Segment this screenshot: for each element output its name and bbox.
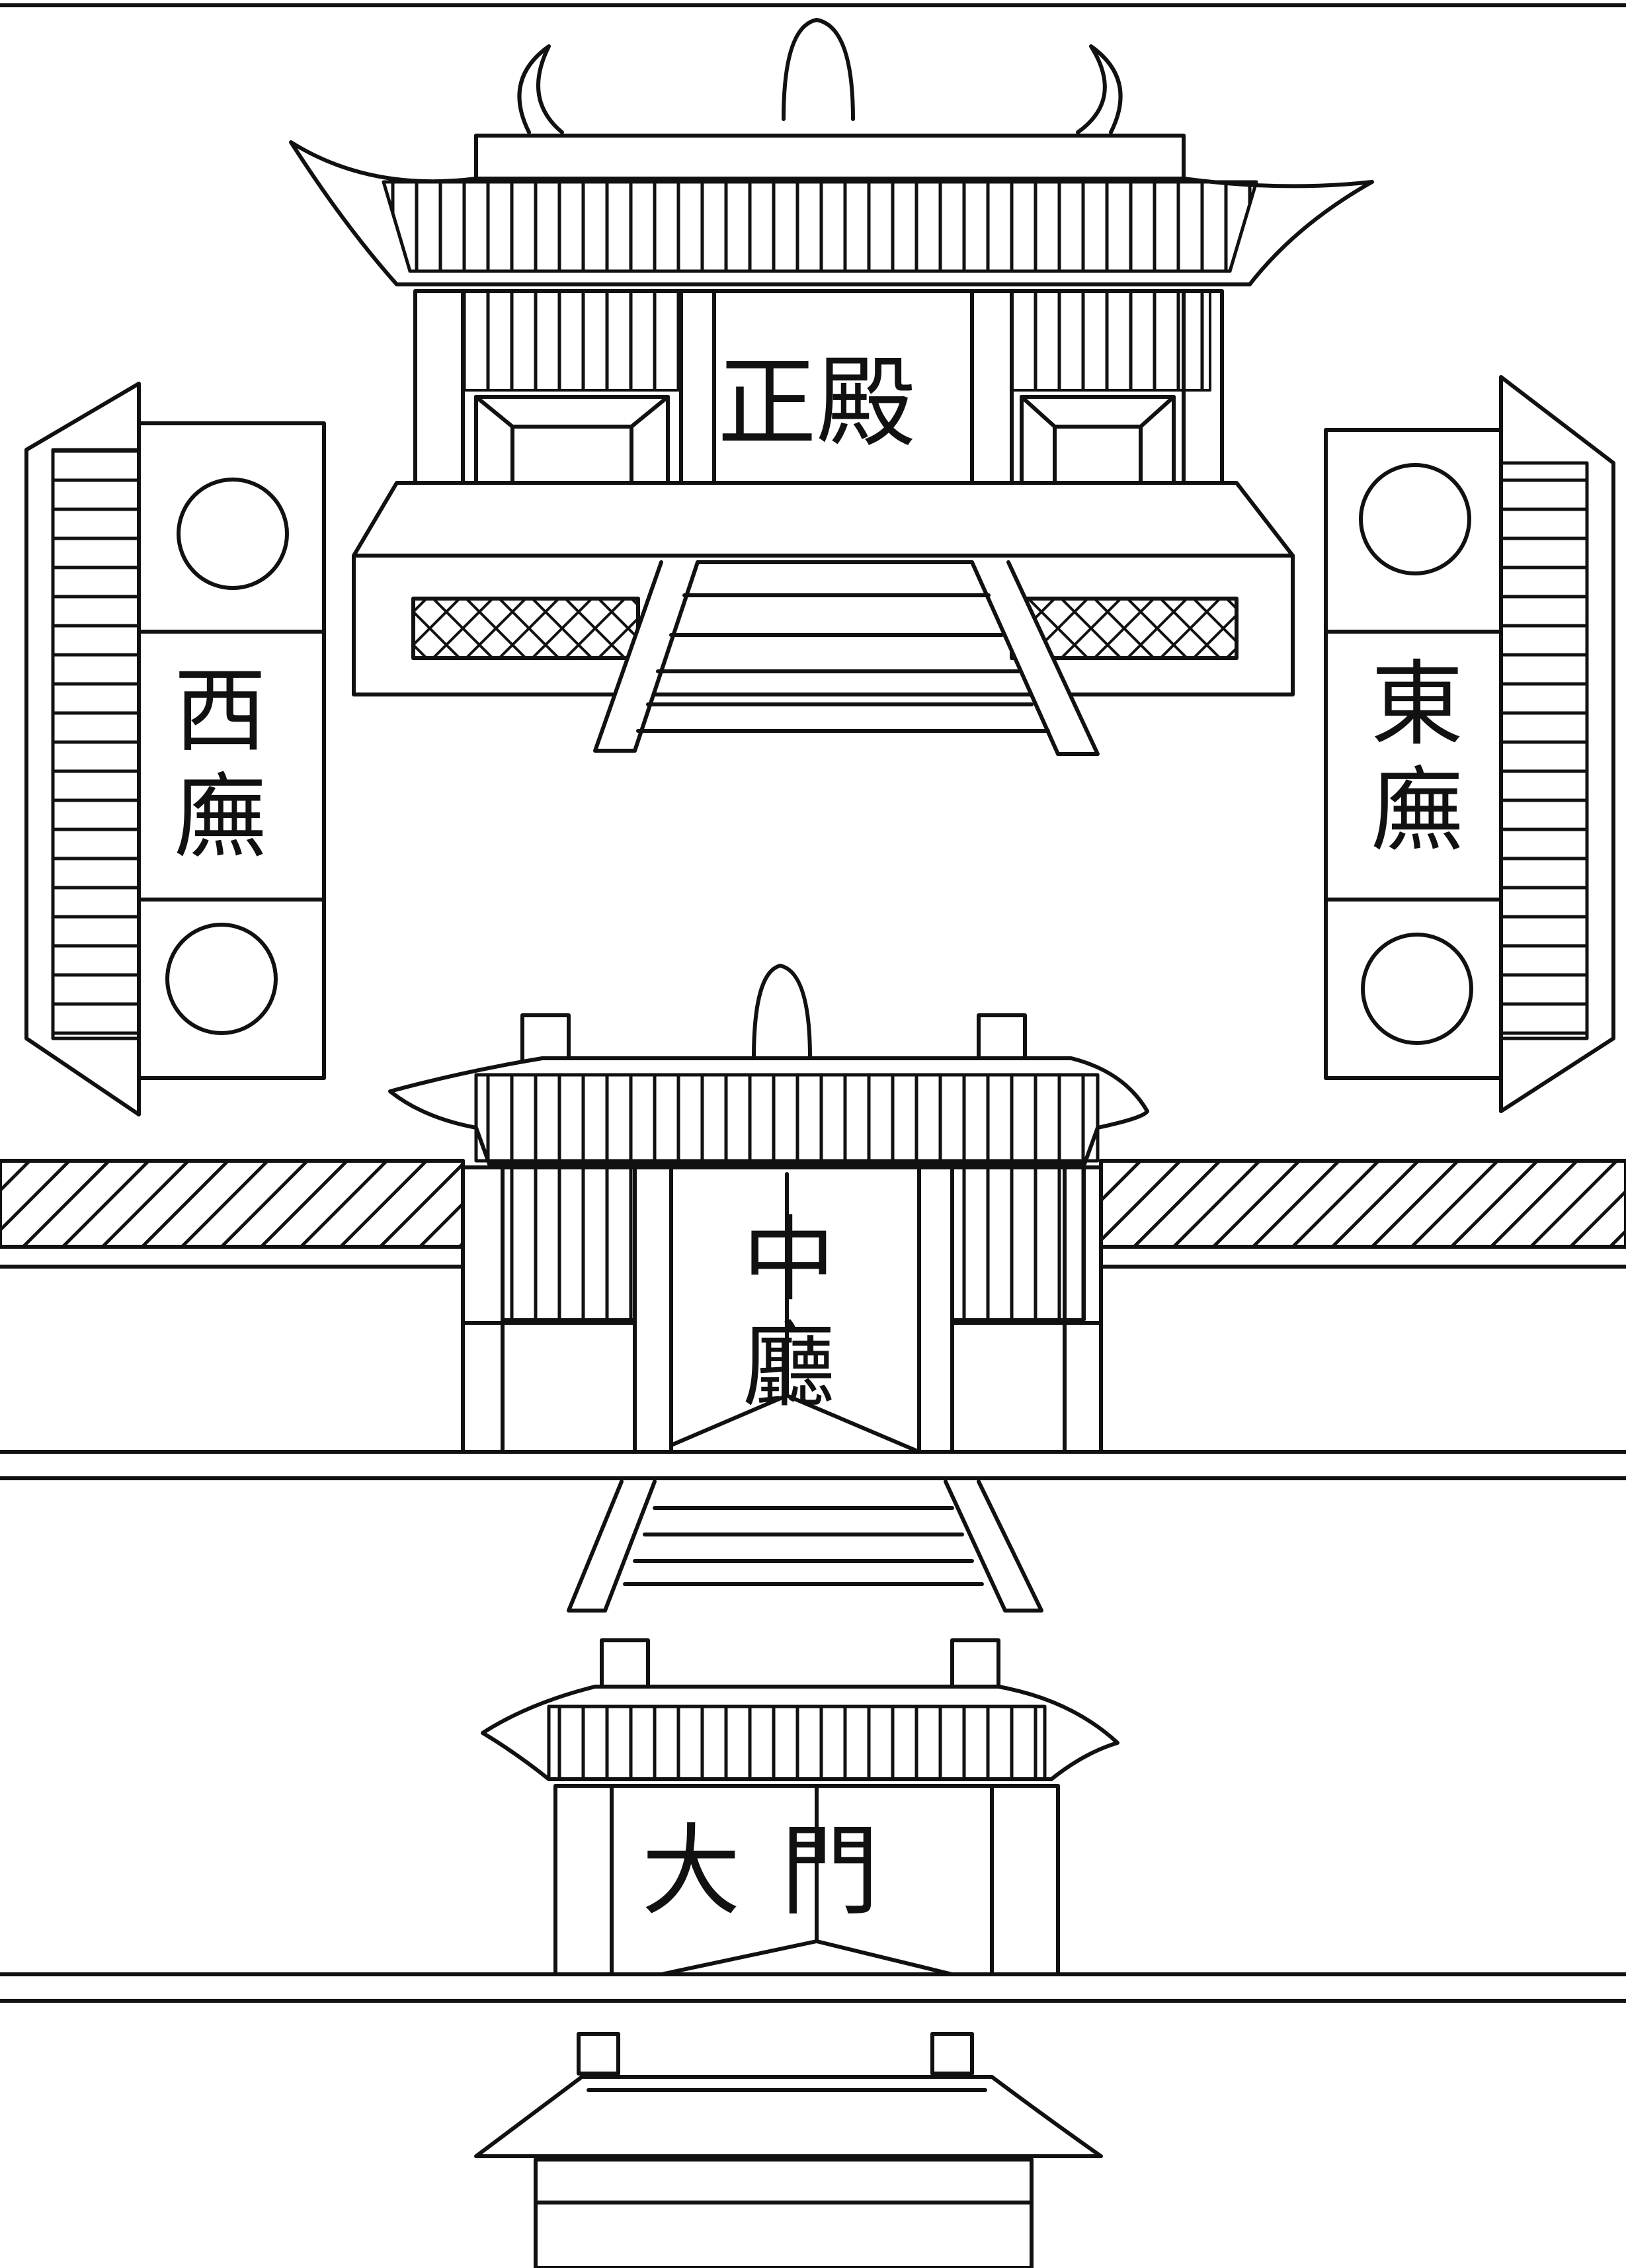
main-hall-finial: [782, 18, 855, 121]
west-wing-circle-bottom: [165, 923, 278, 1035]
outer-gate: [474, 2032, 1103, 2268]
middle-hall-finial: [752, 964, 812, 1060]
great-gate: [481, 1638, 1119, 1976]
west-wing-circle-top: [177, 478, 289, 590]
main-hall-label: 正殿: [717, 346, 916, 461]
west-wing-label: 西廡: [158, 661, 266, 873]
west-wing: [24, 382, 326, 1116]
main-hall: [289, 18, 1374, 756]
middle-hall: [388, 964, 1149, 1613]
middle-hall-label: 中廳: [727, 1210, 834, 1422]
east-wing: [1324, 375, 1615, 1113]
great-gate-label: 大門: [641, 1814, 920, 1929]
east-wing-label: 東廡: [1355, 655, 1463, 866]
east-wing-circle-bottom: [1361, 933, 1473, 1045]
compound-walls: [0, 1159, 1626, 2003]
east-wing-circle-top: [1359, 463, 1471, 575]
